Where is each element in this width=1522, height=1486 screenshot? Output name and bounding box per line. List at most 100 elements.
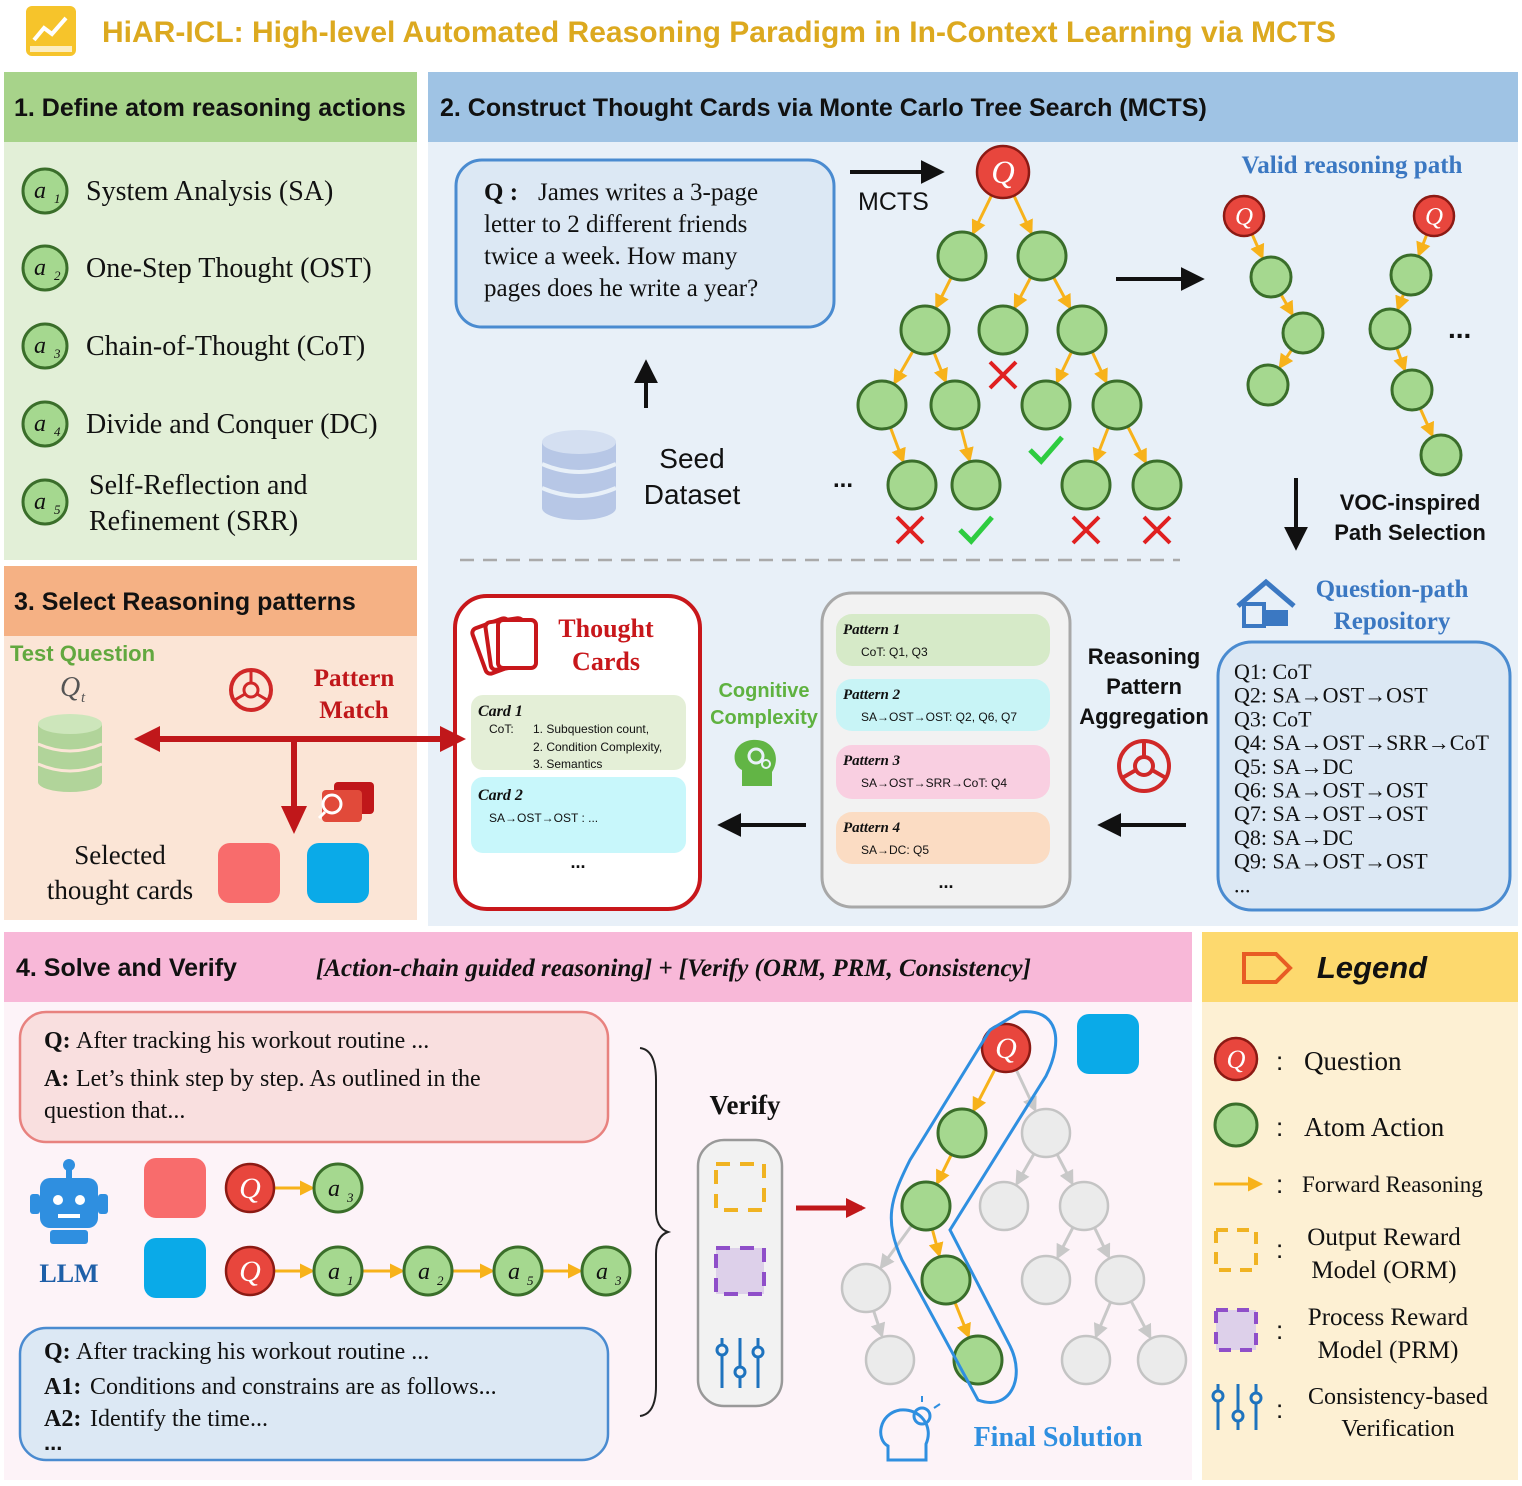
path-node — [1281, 311, 1325, 355]
tree-node — [1131, 459, 1183, 511]
action-subscript: 1 — [54, 191, 61, 206]
inactive-node — [1060, 1334, 1112, 1386]
question-line-4: pages does he write a year? — [484, 275, 758, 302]
repo-item: Q2: SA→OST→OST — [1234, 683, 1428, 708]
pattern-2-bg — [836, 679, 1050, 731]
tree-edge — [1055, 350, 1073, 385]
tree-edge — [1278, 348, 1294, 370]
section-1-body — [4, 142, 417, 560]
tree-edge — [972, 1068, 997, 1113]
tree-edge — [1126, 425, 1147, 465]
match-arrow-left — [134, 726, 160, 752]
repo-item: Q5: SA→DC — [1234, 754, 1353, 779]
llm-label: LLM — [39, 1259, 98, 1288]
inactive-node — [1020, 1107, 1072, 1159]
section-3-header: 3. Select Reasoning patterns — [14, 588, 356, 616]
title-bar: HiAR-ICL: High-level Automated Reasoning… — [26, 6, 1336, 56]
card-1-name: Card 1 — [478, 703, 523, 720]
question-box — [454, 158, 836, 329]
box1-a-line-1: Let’s think step by step. As outlined in… — [76, 1066, 481, 1092]
question-node-letter: Q — [1227, 1045, 1246, 1074]
chain-action-subscript: 3 — [614, 1273, 622, 1288]
thought-cards-title-2: Cards — [572, 647, 640, 676]
section-2-header: 2. Construct Thought Cards via Monte Car… — [440, 94, 1207, 122]
tree-edge — [1014, 1069, 1037, 1113]
solution-node — [900, 1180, 952, 1232]
question-node-letter: Q — [995, 1032, 1017, 1065]
chain-action-symbol: a — [328, 1259, 340, 1285]
pattern-body: SA→DC: Q5 — [861, 843, 929, 857]
cards-more: ... — [570, 852, 585, 872]
root-question-node — [975, 144, 1031, 200]
tree-node — [936, 230, 988, 282]
question-label: Q : — [484, 179, 518, 206]
chain-card-blue — [144, 1238, 206, 1298]
inactive-node — [1094, 1254, 1146, 1306]
selected-card-red — [218, 843, 280, 903]
legend-colon-6: : — [1276, 1394, 1283, 1424]
path-node — [1419, 433, 1463, 477]
box2-a1: Conditions and constrains are as follows… — [90, 1374, 497, 1400]
pattern-name: Pattern 2 — [843, 687, 901, 703]
solution-node — [920, 1254, 972, 1306]
tree-edge — [1056, 1226, 1075, 1260]
inactive-node — [840, 1262, 892, 1314]
pattern-name: Pattern 4 — [843, 820, 901, 836]
action-label: System Analysis (SA) — [86, 176, 333, 207]
legend-cons-1: Consistency-based — [1308, 1384, 1488, 1410]
tree-edge — [936, 1153, 953, 1186]
valid-path-title: Valid reasoning path — [1242, 152, 1463, 179]
cross-mark — [895, 515, 925, 545]
tree-edge — [1055, 1153, 1074, 1186]
chain-action-subscript: 3 — [346, 1190, 354, 1205]
legend-cons-2: Verification — [1341, 1416, 1454, 1442]
action-label-line-2: Refinement (SRR) — [89, 506, 298, 537]
path-node — [1246, 363, 1290, 407]
tree-edge — [971, 194, 993, 236]
card-1-item-1: 1. Subquestion count, — [533, 722, 649, 736]
verify-label: Verify — [710, 1090, 781, 1120]
match-arrow-down — [281, 806, 307, 834]
section-4-header: 4. Solve and Verify — [16, 954, 237, 982]
pattern-name: Pattern 3 — [843, 753, 901, 769]
action-symbol: a — [34, 333, 46, 359]
prm-icon — [714, 1246, 766, 1296]
card-1-item-3: 3. Semantics — [533, 757, 602, 771]
legend-prm-1: Process Reward — [1308, 1304, 1469, 1331]
voc-label-1: VOC-inspired — [1340, 490, 1481, 515]
qt-symbol: Q — [60, 672, 80, 703]
pattern-name: Pattern 1 — [843, 622, 900, 638]
legend-question: Question — [1304, 1046, 1402, 1076]
cross-mark — [1071, 515, 1101, 545]
tree-edge — [1090, 351, 1108, 385]
pattern-match-label-1: Pattern — [314, 665, 395, 692]
pattern-3-bg — [836, 745, 1050, 799]
tree-node — [1060, 459, 1112, 511]
inactive-node — [1136, 1334, 1188, 1386]
inactive-node — [1020, 1254, 1072, 1306]
chain-action-subscript: 1 — [347, 1273, 354, 1288]
card-2-name: Card 2 — [478, 787, 523, 804]
inactive-node — [978, 1180, 1030, 1232]
card-2-bg — [471, 777, 686, 853]
pattern-match-icon — [229, 668, 273, 712]
chain-1-question — [224, 1162, 276, 1214]
aggregation-icon — [1117, 739, 1171, 793]
chain-action-symbol: a — [328, 1176, 340, 1202]
final-solution-label: Final Solution — [974, 1422, 1143, 1453]
action-subscript: 3 — [53, 346, 61, 361]
repo-item: Q3: CoT — [1234, 706, 1312, 731]
repo-item: Q4: SA→OST→SRR→CoT — [1234, 730, 1489, 755]
tree-edge — [1129, 1300, 1152, 1340]
chain-action-node — [312, 1162, 364, 1214]
qt-subscript: t — [81, 690, 86, 706]
card-search-icon — [317, 782, 374, 822]
card-2-body: SA→OST→OST : ... — [489, 811, 598, 825]
section-1-header: 1. Define atom reasoning actions — [14, 94, 406, 122]
repo-title-2: Repository — [1334, 608, 1451, 635]
chain-action-subscript: 2 — [437, 1273, 444, 1288]
solution-node — [936, 1107, 988, 1159]
